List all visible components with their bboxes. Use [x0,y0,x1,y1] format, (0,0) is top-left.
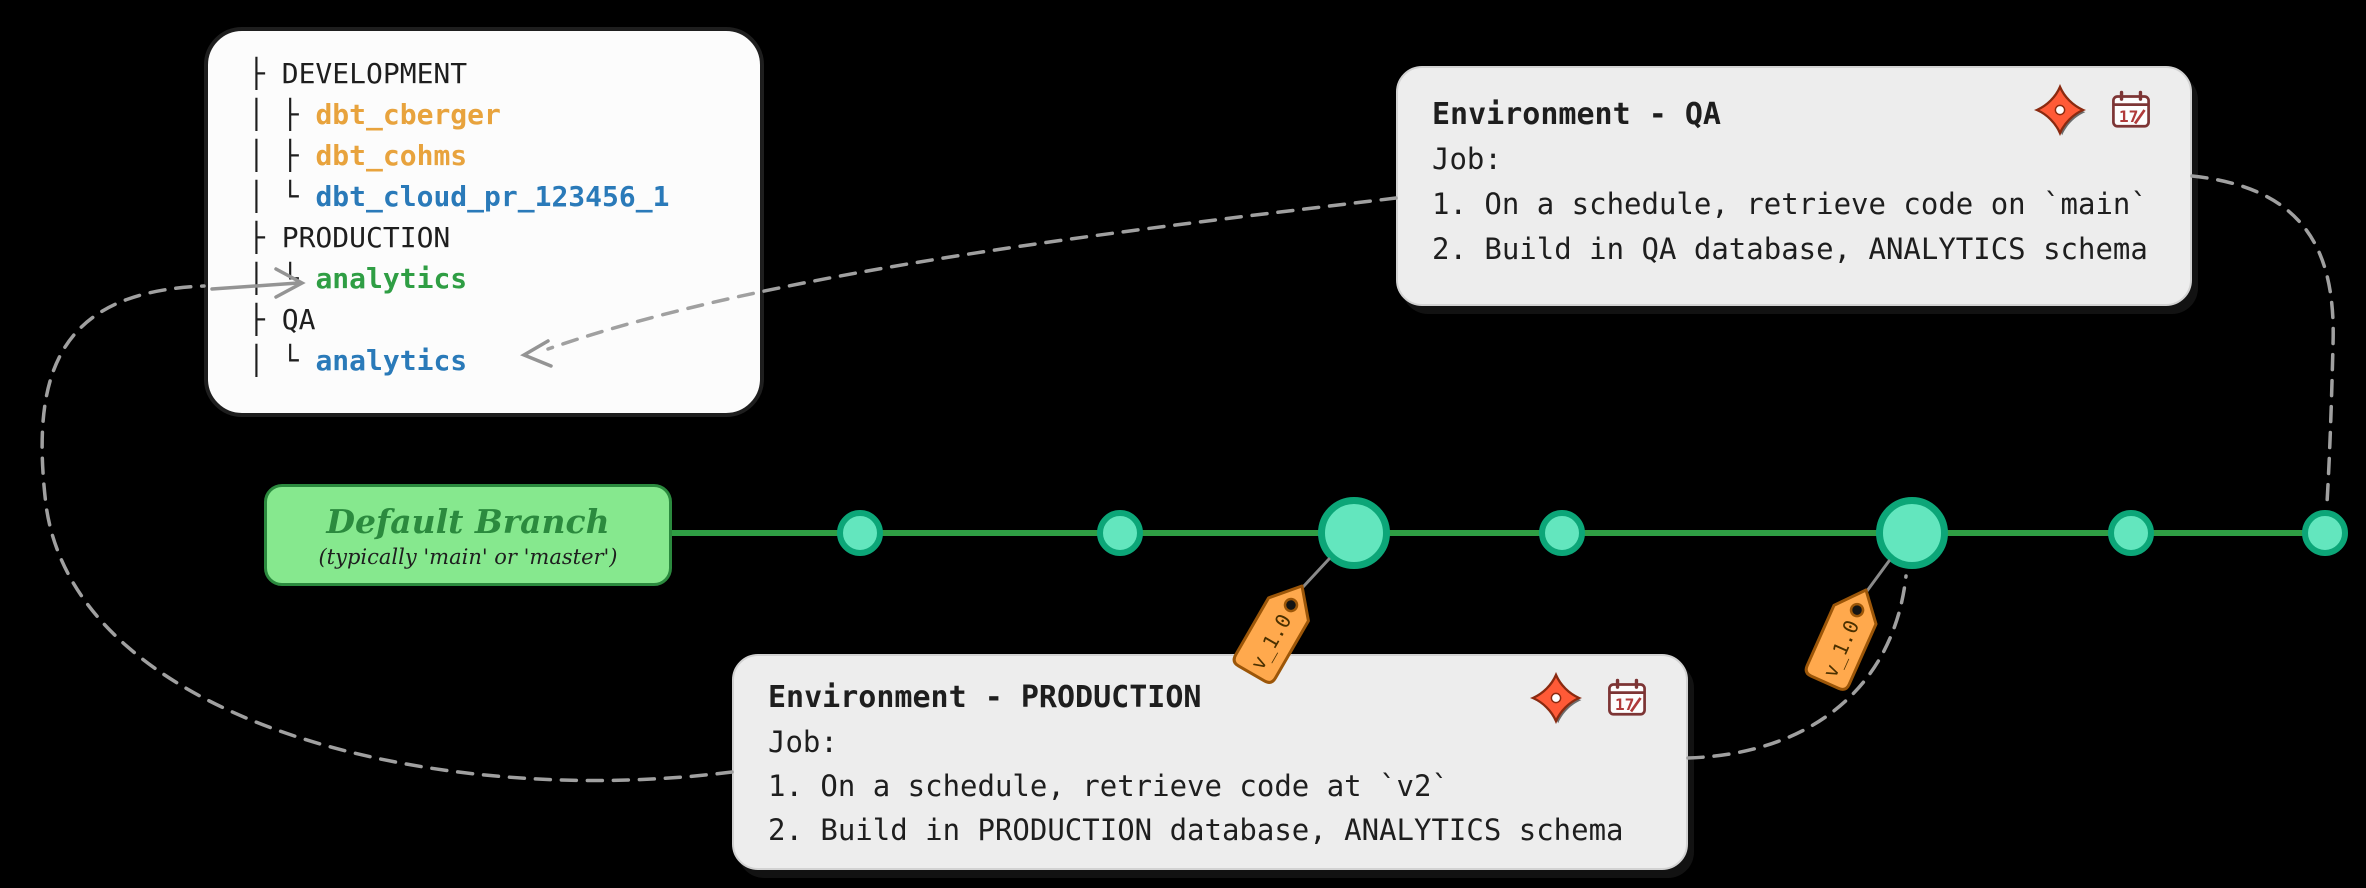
production-card-title: Environment - PRODUCTION [768,680,1202,715]
default-branch-title: Default Branch [326,501,610,541]
tree-row-production-analytics: │ └ analytics [248,258,760,299]
schema-label-dbt-cohms: dbt_cohms [315,139,468,172]
tree-branch-glyph: │ ├ [248,98,316,131]
qa-environment-card: Environment - QA Job: 1. On a schedule, … [1396,66,2192,306]
commit-node-tagged-v1 [1318,497,1390,569]
production-card-icons: 17 [1530,672,1650,724]
qa-card-step-2: 2. Build in QA database, ANALYTICS schem… [1432,232,2148,266]
schema-label-dbt-cberger: dbt_cberger [315,98,501,131]
commit-node-head [2302,510,2348,556]
commit-node [1539,510,1585,556]
production-card-step-1: 1. On a schedule, retrieve code at `v2` [768,769,1449,803]
tree-branch-glyph: │ └ [248,180,316,213]
tree-row-development: ├ DEVELOPMENT [248,53,760,94]
env-label-production: PRODUCTION [281,221,451,254]
tree-branch-glyph: │ └ [248,344,316,377]
tag-string [1301,557,1331,589]
branch-line [660,530,2332,536]
tree-row-production: ├ PRODUCTION [248,217,760,258]
tree-branch-glyph: ├ [248,57,282,90]
connector-production-to-tagged-commit [1686,574,1908,760]
connector-qa-to-head-commit [2190,174,2335,505]
env-label-qa: QA [281,303,316,336]
default-branch-label: Default Branch (typically 'main' or 'mas… [264,484,672,586]
tree-branch-glyph: │ ├ [248,139,316,172]
version-tag-2: v_1.0 [1804,588,1878,691]
qa-card-title: Environment - QA [1432,97,1721,132]
qa-card-step-1: 1. On a schedule, retrieve code on `main… [1432,187,2148,221]
tree-branch-glyph: ├ [248,221,282,254]
calendar-icon: 17 [1608,678,1646,716]
production-card-job-label: Job: [768,725,838,759]
tree-row-dev-schema-cohms: │ ├ dbt_cohms [248,135,760,176]
schema-tree-card: ├ DEVELOPMENT │ ├ dbt_cberger │ ├ dbt_co… [204,27,764,417]
commit-node [2108,510,2154,556]
commit-node-tagged-v2 [1876,497,1948,569]
production-environment-card: Environment - PRODUCTION Job: 1. On a sc… [732,654,1688,870]
production-card-step-2: 2. Build in PRODUCTION database, ANALYTI… [768,813,1624,847]
tree-branch-glyph: ├ [248,303,282,336]
qa-card-job-label: Job: [1432,142,1502,176]
commit-node [837,510,883,556]
tree-row-dev-schema-cberger: │ ├ dbt_cberger [248,94,760,135]
schema-label-analytics-production: analytics [315,262,468,295]
schema-label-dbt-cloud-pr: dbt_cloud_pr_123456_1 [315,180,670,213]
env-label-development: DEVELOPMENT [281,57,468,90]
tree-row-qa-analytics: │ └ analytics [248,340,760,381]
qa-card-icons: 17 [2034,84,2154,136]
dbt-logo-icon [1530,672,1582,724]
dbt-logo-icon [2034,84,2086,136]
tree-branch-glyph: │ └ [248,262,316,295]
default-branch-subtitle: (typically 'main' or 'master') [318,544,618,569]
calendar-day-text: 17 [2119,107,2139,126]
tree-row-qa: ├ QA [248,299,760,340]
schema-label-analytics-qa: analytics [315,344,468,377]
calendar-day-text: 17 [1615,695,1635,714]
tag-string [1865,559,1891,593]
commit-node [1097,510,1143,556]
tree-row-pr-schema: │ └ dbt_cloud_pr_123456_1 [248,176,760,217]
calendar-icon: 17 [2112,90,2150,128]
version-tag-label: v_1.0 [1818,616,1864,681]
